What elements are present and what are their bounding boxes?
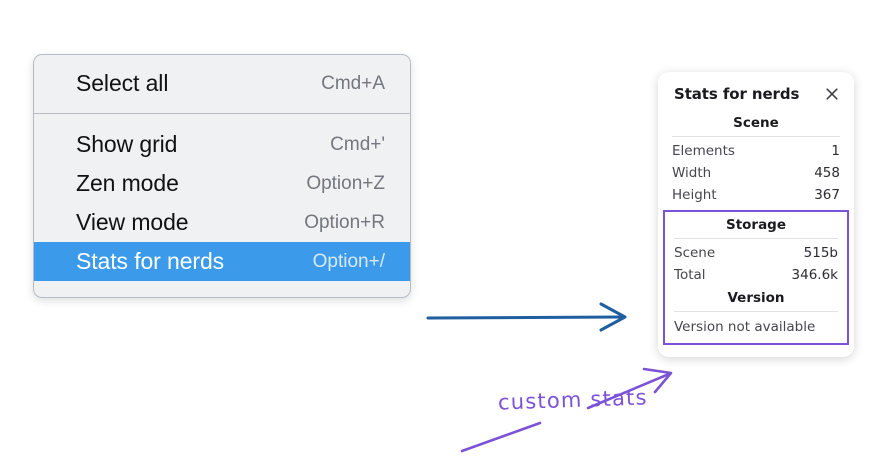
menu-gap [34, 114, 410, 125]
menu-item-shortcut: Option+R [304, 211, 385, 233]
close-icon[interactable] [824, 86, 840, 102]
stat-key: Scene [674, 245, 716, 261]
version-section: Version Version not available [674, 286, 838, 337]
stat-key: Width [672, 165, 712, 181]
custom-stats-highlight-box: Storage Scene 515b Total 346.6k Version … [663, 210, 849, 345]
stat-key: Elements [672, 143, 735, 159]
purple-underline-annotation [460, 421, 542, 453]
menu-item-shortcut: Cmd+A [321, 72, 385, 94]
stat-key: Total [674, 267, 706, 283]
storage-section: Storage Scene 515b Total 346.6k [674, 213, 838, 286]
divider [674, 238, 838, 239]
stats-panel-header: Stats for nerds [658, 82, 854, 111]
menu-item-label: Stats for nerds [76, 248, 225, 274]
stats-panel-title: Stats for nerds [674, 85, 800, 103]
menu-item-view-mode[interactable]: View mode Option+R [34, 203, 410, 242]
stat-key: Height [672, 187, 717, 203]
scene-section-heading: Scene [733, 115, 779, 131]
menu-bottom-padding [34, 281, 410, 297]
menu-item-label: Show grid [76, 131, 178, 157]
menu-item-label: Select all [76, 70, 169, 96]
stat-value: 367 [814, 187, 840, 203]
menu-divider [34, 113, 410, 114]
menu-item-label: Zen mode [76, 170, 179, 196]
menu-item-stats-for-nerds[interactable]: Stats for nerds Option+/ [34, 242, 410, 281]
scene-section: Scene Elements 1 Width 458 Height 367 [658, 111, 854, 206]
menu-item-zen-mode[interactable]: Zen mode Option+Z [34, 164, 410, 203]
stat-value: 458 [814, 165, 840, 181]
stat-row-storage-scene: Scene 515b [674, 242, 838, 264]
divider [674, 311, 838, 312]
storage-section-heading: Storage [725, 217, 787, 233]
menu-item-shortcut: Option+/ [312, 250, 385, 272]
stat-row-storage-total: Total 346.6k [674, 264, 838, 286]
stat-value: 1 [831, 143, 840, 159]
context-menu: Select all Cmd+A Show grid Cmd+' Zen mod… [33, 54, 411, 298]
stat-value: 346.6k [791, 267, 838, 283]
handwritten-note: custom stats [497, 385, 649, 415]
version-value: Version not available [674, 319, 816, 335]
menu-item-label: View mode [76, 209, 189, 235]
stat-row-width: Width 458 [672, 162, 840, 184]
menu-item-shortcut: Option+Z [306, 172, 385, 194]
blue-arrow-annotation [426, 302, 627, 332]
stat-row-elements: Elements 1 [672, 140, 840, 162]
stat-value: 515b [803, 245, 838, 261]
menu-item-select-all[interactable]: Select all Cmd+A [34, 64, 410, 103]
stat-row-height: Height 367 [672, 184, 840, 206]
menu-item-shortcut: Cmd+' [330, 133, 385, 155]
menu-item-show-grid[interactable]: Show grid Cmd+' [34, 125, 410, 164]
menu-top-padding [34, 55, 410, 64]
version-section-heading: Version [727, 290, 785, 306]
stats-for-nerds-panel: Stats for nerds Scene Elements 1 Width 4… [658, 72, 854, 357]
divider [672, 136, 840, 137]
